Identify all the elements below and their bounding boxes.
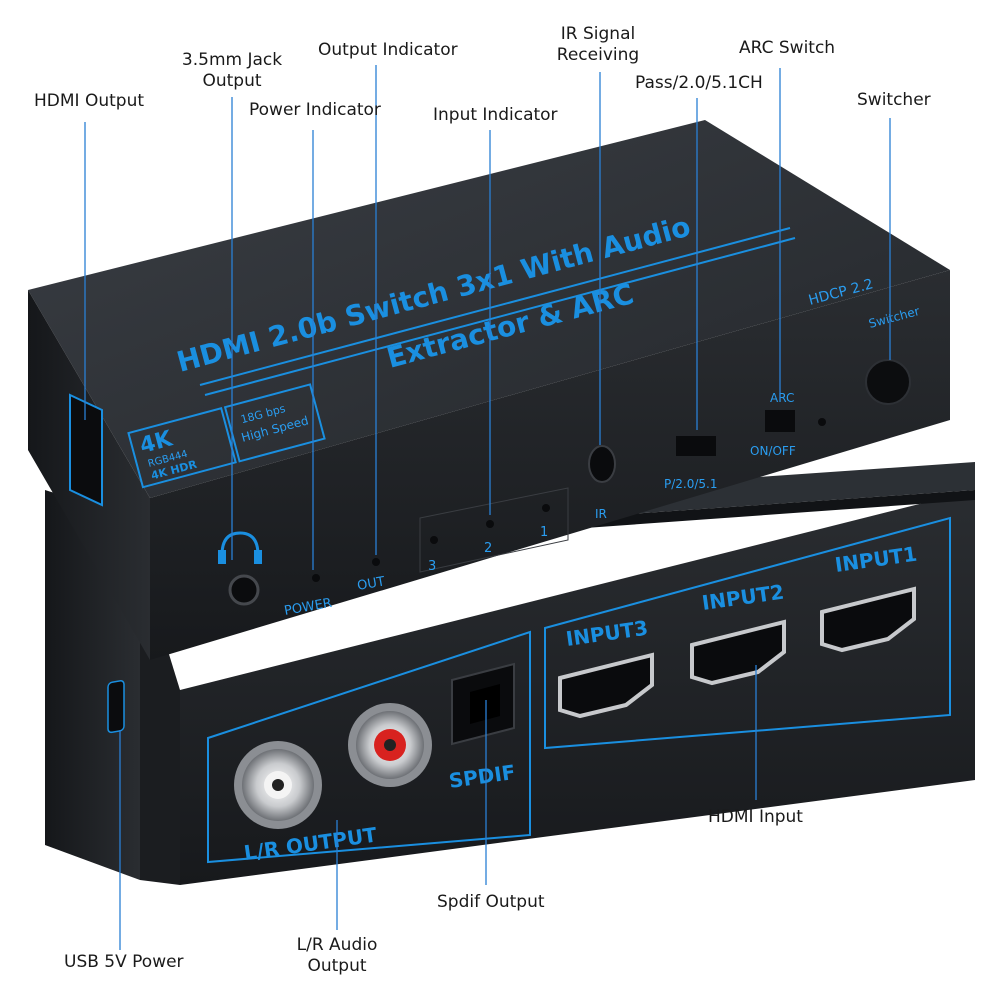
led-3-label: 3: [428, 559, 436, 574]
upper-unit: HDMI 2.0b Switch 3x1 With Audio Extracto…: [28, 120, 950, 660]
ir-receiver: [588, 445, 616, 483]
callout-spdif-output: Spdif Output: [437, 892, 545, 912]
led-2-label: 2: [484, 541, 492, 556]
arc-led: [818, 418, 826, 426]
hdmi-input-1-port[interactable]: [820, 586, 916, 653]
ir-label: IR: [595, 507, 607, 521]
callout-lr-audio-line2: Output: [307, 956, 367, 976]
lower-unit: INPUT3 INPUT2 INPUT1 SPDIF L/R OUTPUT: [45, 462, 975, 885]
callout-ir-line2: Receiving: [556, 45, 640, 65]
input2-led: [486, 520, 494, 528]
callout-power-indicator: Power Indicator: [249, 100, 381, 120]
input-panel-frame: [544, 516, 951, 750]
out-label: OUT: [356, 574, 386, 594]
callout-lr-audio: L/R Audio Output: [285, 935, 389, 977]
led-1-label: 1: [540, 525, 548, 540]
callout-arc-switch: ARC Switch: [739, 38, 836, 58]
audio-panel-frame: [207, 630, 531, 864]
callout-jack-output-line1: 3.5mm Jack: [181, 50, 283, 70]
callout-usb-power: USB 5V Power: [64, 952, 184, 972]
callout-hdmi-output: HDMI Output: [34, 91, 145, 111]
callout-jack-output-line2: Output: [202, 71, 262, 91]
arc-onoff-label: ON/OFF: [750, 444, 796, 458]
hdmi-input-2-port[interactable]: [690, 619, 786, 686]
rca-white-jack[interactable]: [234, 741, 322, 829]
callout-switcher: Switcher: [857, 90, 931, 110]
pass-switch[interactable]: [676, 436, 716, 456]
arc-label: ARC: [770, 391, 794, 405]
jack-35mm-port[interactable]: [228, 574, 260, 606]
input3-led: [430, 536, 438, 544]
callout-ir-line1: IR Signal: [560, 24, 636, 44]
callout-input-indicator: Input Indicator: [433, 105, 558, 125]
hdmi-output-port[interactable]: [69, 393, 103, 507]
callout-ir: IR Signal Receiving: [548, 24, 648, 66]
switcher-button[interactable]: [865, 359, 911, 405]
upper-front-face: [150, 270, 950, 660]
callout-pass-mode: Pass/2.0/5.1CH: [635, 73, 763, 93]
callout-hdmi-input: HDMI Input: [708, 807, 803, 827]
spdif-port[interactable]: [451, 662, 515, 746]
arc-switch[interactable]: [765, 410, 795, 432]
pass-label: P/2.0/5.1: [664, 477, 718, 491]
out-led: [372, 558, 380, 566]
power-led: [312, 574, 320, 582]
headphone-icon: [218, 531, 262, 564]
input1-led: [542, 504, 550, 512]
callout-lr-audio-line1: L/R Audio: [296, 935, 378, 955]
usb-port[interactable]: [107, 680, 125, 734]
callout-output-indicator: Output Indicator: [318, 40, 458, 60]
hdmi-input-3-port[interactable]: [558, 652, 654, 719]
callout-jack-output: 3.5mm Jack Output: [172, 50, 292, 92]
callout-lines: [84, 65, 891, 950]
rca-red-jack[interactable]: [348, 703, 432, 787]
